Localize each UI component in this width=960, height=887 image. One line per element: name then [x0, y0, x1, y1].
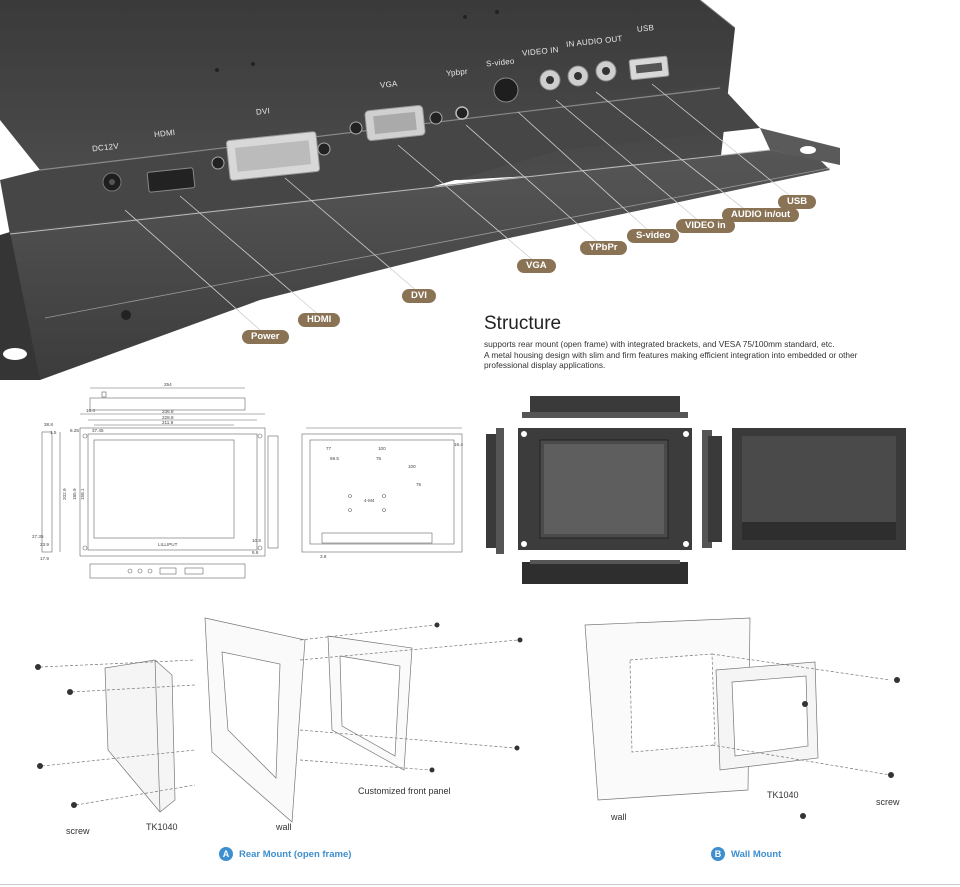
- structure-line-2: A metal housing design with slim and fir…: [484, 349, 858, 360]
- bottom-divider: [0, 884, 960, 885]
- caption-wall-a: wall: [276, 822, 292, 832]
- dim-75: 75: [376, 456, 382, 461]
- callout-power: Power: [242, 330, 289, 344]
- dim-38-8: 38.8: [44, 422, 53, 427]
- dim-185-9: 185.9: [72, 488, 77, 500]
- callout-ypbpr: YPbPr: [580, 241, 627, 255]
- badge-b: B: [711, 847, 725, 861]
- dim-6-8: 6.8: [252, 550, 259, 555]
- structure-description: supports rear mount (open frame) with in…: [484, 339, 904, 371]
- port-label-dvi: DVI: [255, 106, 271, 117]
- dim-3-8: 3.8: [320, 554, 327, 559]
- callout-audio: AUDIO in/out: [722, 208, 800, 222]
- dim-4-m4: 4-M4: [364, 498, 375, 503]
- dim-236-8: 236.8: [162, 409, 174, 414]
- callout-video-in: VIDEO in: [676, 219, 735, 233]
- caption-model-b: TK1040: [767, 790, 799, 800]
- dim-211-9: 211.9: [162, 420, 174, 425]
- structure-line-3: professional display applications.: [484, 360, 606, 371]
- title-rear-mount: Rear Mount (open frame): [239, 849, 352, 860]
- dim-254: 254: [164, 382, 172, 387]
- callout-usb: USB: [778, 195, 817, 209]
- caption-model-a: TK1040: [146, 822, 178, 832]
- dim-202-9: 202.9: [62, 488, 67, 500]
- brand-logo-front: LILLIPUT: [158, 542, 178, 547]
- dim-8-25: 8.25: [70, 428, 79, 433]
- technical-drawing: 254 16.4 236.8 228.8 211.9 37.45 38.8 1.…: [32, 382, 463, 579]
- callout-svideo: S-video: [627, 229, 680, 243]
- dim-158-1: 158.1: [80, 488, 85, 500]
- callout-hdmi: HDMI: [298, 313, 341, 327]
- mounting-diagrams: [35, 617, 900, 823]
- dim-23-9: 23.9: [40, 542, 49, 547]
- dim-27-35: 27.35: [32, 534, 44, 539]
- product-views: [486, 396, 906, 584]
- dim-69-5: 69.5: [330, 456, 339, 461]
- dim-75-v: 75: [416, 482, 422, 487]
- dim-37-45: 37.45: [92, 428, 104, 433]
- dim-100-v: 100: [408, 464, 416, 469]
- structure-title: Structure: [484, 313, 562, 334]
- dim-228-8: 228.8: [162, 415, 174, 420]
- dim-77: 77: [326, 446, 332, 451]
- caption-screw-b: screw: [876, 797, 900, 807]
- rear-panel-photo: [0, 0, 840, 380]
- dim-100: 100: [378, 446, 386, 451]
- port-label-usb: USB: [636, 23, 655, 34]
- title-wall-mount: Wall Mount: [731, 849, 782, 860]
- caption-wall-b: wall: [611, 812, 627, 822]
- dim-16-4-rear: 16.4: [454, 442, 463, 447]
- port-label-vga: VGA: [379, 79, 398, 90]
- dim-10-5: 10.5: [252, 538, 261, 543]
- callout-vga: VGA: [517, 259, 556, 273]
- dim-17-9: 17.9: [40, 556, 49, 561]
- caption-front-panel: Customized front panel: [358, 786, 451, 796]
- badge-a: A: [219, 847, 233, 861]
- dim-1-5: 1.5: [50, 430, 57, 435]
- caption-screw-a: screw: [66, 826, 90, 836]
- structure-line-1: supports rear mount (open frame) with in…: [484, 339, 835, 349]
- dim-16-4: 16.4: [86, 408, 95, 413]
- callout-dvi: DVI: [402, 289, 436, 303]
